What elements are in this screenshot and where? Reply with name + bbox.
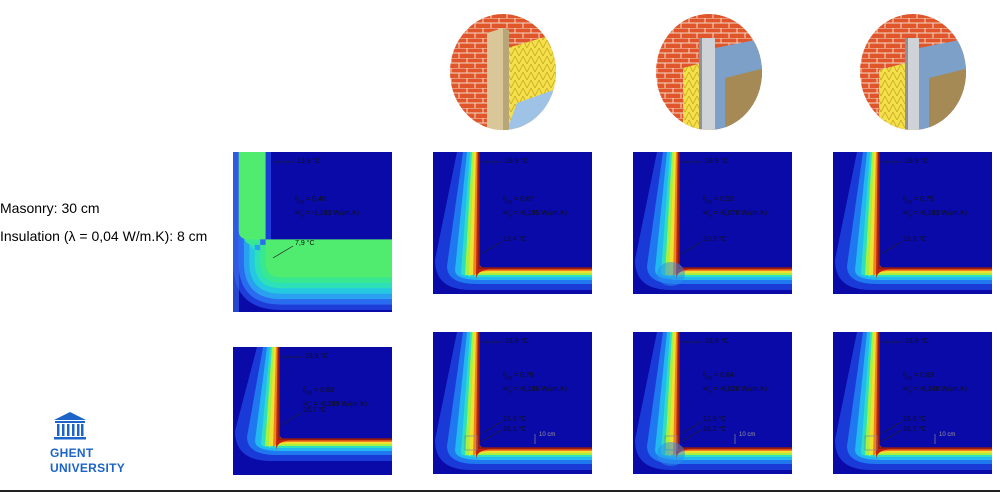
thermal-cell-r2-c1: 18,9 °C fRsi = 0,83 Ψe = -0,289 W/(m.K)16,… bbox=[233, 347, 392, 475]
thermal-field bbox=[233, 152, 392, 312]
frsi-label: fRsi = 0,67 bbox=[503, 196, 534, 206]
thermal-field bbox=[233, 347, 392, 475]
ghent-university-logo: GHENT UNIVERSITY bbox=[50, 408, 140, 483]
thermal-field bbox=[633, 152, 792, 294]
masonry-label: Masonry: 30 cm bbox=[0, 200, 100, 216]
thermal-cell-r2-c4: 18,9 °C fRsi = 0,83 Ψe = -0,248 W/(m.K) 16,… bbox=[833, 332, 992, 474]
annotation-arrows bbox=[480, 341, 536, 444]
psi-label: Ψe = -0,078 W/(m.K) bbox=[703, 210, 768, 220]
temp-top-label: 18,9 °C bbox=[505, 158, 529, 165]
thermal-field bbox=[433, 332, 592, 474]
psi-label: Ψe = -0,289 W/(m.K) bbox=[303, 401, 368, 411]
scale-label: 10 cm bbox=[739, 432, 756, 438]
annotation-arrows bbox=[480, 161, 502, 255]
temp-corner-label: 13,4 °C bbox=[503, 236, 527, 243]
temp-corner-label: 15,8 °C bbox=[903, 236, 927, 243]
frsi-label: fRsi = 0,83 bbox=[903, 372, 934, 382]
psi-label: Ψe = -0,248 W/(m.K) bbox=[903, 386, 968, 396]
temp-corner-label: 10,3 °C bbox=[703, 236, 727, 243]
university-building-icon bbox=[54, 412, 86, 440]
thermal-cell-r1-c1: 13,9 °C fRsi = 0,40 Ψe = -1,183 W/(m.K) 7,9… bbox=[233, 152, 392, 312]
bottom-divider bbox=[0, 490, 1000, 492]
thermal-cell-r2-c3: 18,9 °C fRsi = 0,64 Ψe = -0,028 W/(m.K) 12,… bbox=[633, 332, 792, 474]
frsi-label: fRsi = 0,40 bbox=[295, 196, 326, 206]
temp-top-label: 18,9 °C bbox=[505, 338, 529, 345]
frsi-label: fRsi = 0,83 bbox=[303, 387, 334, 397]
temp-top-label: 18,9 °C bbox=[305, 353, 329, 360]
annotation-arrows bbox=[272, 161, 294, 259]
temp-corner-label: 16,7 °C bbox=[903, 426, 927, 433]
logo-line-1: GHENT bbox=[50, 446, 94, 460]
insulation-label: Insulation (λ = 0,04 W/m.K): 8 cm bbox=[0, 228, 208, 244]
temp-top-label: 18,9 °C bbox=[705, 338, 729, 345]
temp-corner-label: 16,7 °C bbox=[303, 407, 327, 414]
frsi-label: fRsi = 0,78 bbox=[503, 372, 534, 382]
thermal-cell-r2-c2: 18,9 °C fRsi = 0,78 Ψe = -0,186 W/(m.K) 15,… bbox=[433, 332, 592, 474]
temp-corner-label: 16,2 °C bbox=[703, 426, 727, 433]
psi-label: Ψe = -0,186 W/(m.K) bbox=[503, 386, 568, 396]
psi-label: Ψe = -0,028 W/(m.K) bbox=[703, 386, 768, 396]
frsi-label: fRsi = 0,79 bbox=[903, 196, 934, 206]
frsi-label: fRsi = 0,52 bbox=[703, 196, 734, 206]
detail-image-metal-stud-partial bbox=[857, 8, 969, 130]
psi-label: Ψe = -0,195 W/(m.K) bbox=[503, 210, 568, 220]
temp-corner-label: 16,5 °C bbox=[503, 426, 527, 433]
thermal-field bbox=[833, 332, 992, 474]
psi-label: Ψe = -1,183 W/(m.K) bbox=[295, 210, 360, 220]
temp-corner-label: 15,7 °C bbox=[503, 416, 527, 423]
scale-label: 10 cm bbox=[939, 432, 956, 438]
temp-corner-label: 16,8 °C bbox=[903, 416, 927, 423]
temp-top-label: 18,9 °C bbox=[905, 158, 929, 165]
thermal-cell-r1-c3: 18,9 °C fRsi = 0,52 Ψe = -0,078 W/(m.K) 10,… bbox=[633, 152, 792, 294]
annotation-arrows bbox=[680, 341, 736, 444]
scale-label: 10 cm bbox=[539, 432, 556, 438]
psi-label: Ψe = -0,183 W/(m.K) bbox=[903, 210, 968, 220]
logo-line-2: UNIVERSITY bbox=[50, 461, 126, 475]
temp-top-label: 18,9 °C bbox=[905, 338, 929, 345]
temp-top-label: 18,9 °C bbox=[705, 158, 729, 165]
temp-corner-label: 7,9 °C bbox=[295, 240, 315, 247]
thermal-cell-r1-c2: 18,9 °C fRsi = 0,67 Ψe = -0,195 W/(m.K) 13,… bbox=[433, 152, 592, 294]
detail-image-timber-stud bbox=[447, 8, 559, 130]
temp-corner-label: 12,9 °C bbox=[703, 416, 727, 423]
thermal-cell-r1-c4: 18,9 °C fRsi = 0,79 Ψe = -0,183 W/(m.K) 15,… bbox=[833, 152, 992, 294]
detail-image-metal-stud-insulated bbox=[653, 8, 765, 130]
thermal-field bbox=[433, 152, 592, 294]
annotation-arrows bbox=[280, 356, 302, 426]
temp-top-label: 13,9 °C bbox=[297, 158, 321, 165]
thermal-field bbox=[633, 332, 792, 474]
annotation-arrows bbox=[680, 161, 702, 255]
annotation-arrows bbox=[880, 161, 902, 255]
annotation-arrows bbox=[880, 341, 936, 444]
frsi-label: fRsi = 0,64 bbox=[703, 372, 734, 382]
thermal-field bbox=[833, 152, 992, 294]
